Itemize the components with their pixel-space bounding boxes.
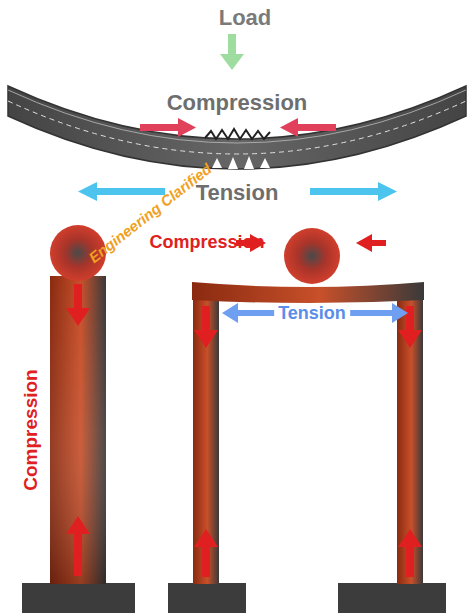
compression-arrows [140, 118, 336, 137]
compression-label: Compression [149, 233, 264, 251]
bent-beam [8, 86, 466, 169]
compression-label: Compression [167, 92, 308, 114]
tension-label: Tension [274, 303, 350, 323]
load-arrow [220, 34, 244, 70]
frame [168, 228, 446, 613]
compression-label: Compression [21, 369, 40, 490]
load-label: Load [219, 7, 272, 29]
tension-label: Tension [196, 182, 279, 204]
